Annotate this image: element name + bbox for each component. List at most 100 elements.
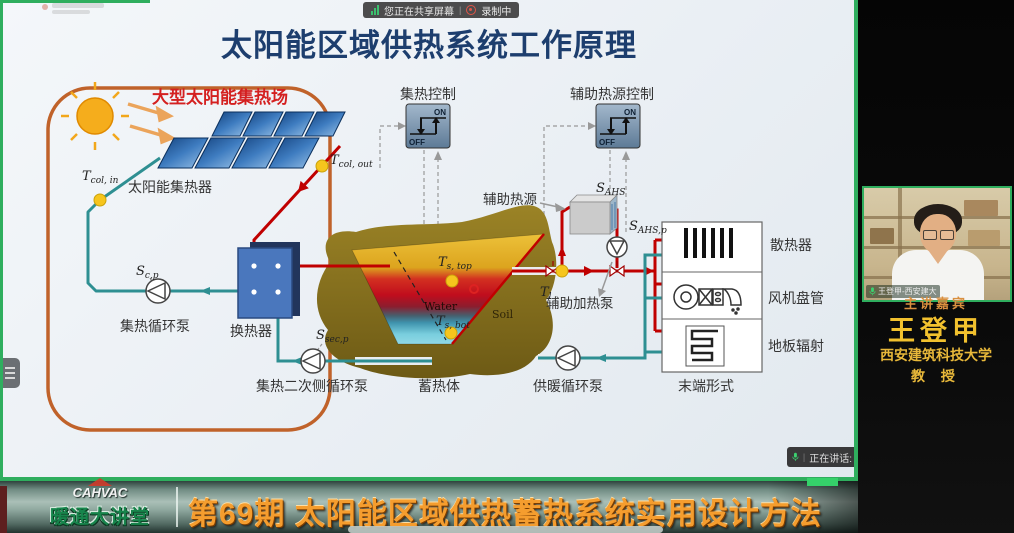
presenter-glasses bbox=[923, 230, 954, 240]
sharing-status-label: 您正在共享屏幕 bbox=[384, 6, 454, 18]
house-roof-icon bbox=[88, 478, 112, 486]
microphone-icon bbox=[869, 287, 876, 296]
label-floor-radiant: 地板辐射 bbox=[768, 338, 824, 354]
wire-arrow bbox=[588, 122, 596, 130]
watermark-text-smudge bbox=[52, 10, 90, 14]
valve bbox=[609, 261, 625, 278]
screen-share-toolbar[interactable]: 您正在共享屏幕 | 录制中 bbox=[363, 2, 520, 18]
label-end-forms: 末端形式 bbox=[678, 378, 734, 394]
shared-screen: 您正在共享屏幕 | 录制中 太阳能区域供热系统工作原理 bbox=[0, 0, 858, 481]
system-diagram: ON OFF ON OFF bbox=[46, 82, 824, 432]
pill-divider: | bbox=[802, 452, 806, 462]
bottom-highlight-bar bbox=[348, 526, 663, 533]
label-collector-control: 集热控制 bbox=[400, 86, 456, 102]
recording-status-label: 录制中 bbox=[481, 6, 512, 18]
record-icon bbox=[466, 5, 477, 15]
flow-arrow bbox=[596, 354, 606, 362]
slide-title: 太阳能区域供热系统工作原理 bbox=[221, 28, 637, 63]
event-banner: CAHVAC 暖通大讲堂 第69期 太阳能区域供热蓄热系统实用设计方法 bbox=[0, 478, 858, 533]
label-fan-coil: 风机盘管 bbox=[768, 290, 824, 306]
label-s-cp: Sc,p bbox=[136, 264, 159, 281]
toolbar-divider: | bbox=[459, 5, 462, 15]
solar-collector-array bbox=[157, 111, 346, 169]
flow-arrow bbox=[298, 180, 309, 192]
logo-cahvac: CAHVAC bbox=[73, 478, 127, 500]
supply-pump-symbol bbox=[555, 345, 581, 371]
floor-coil-frame bbox=[685, 325, 725, 367]
presenter-role: 主讲嘉宾 bbox=[903, 296, 968, 311]
label-storage: 蓄热体 bbox=[418, 378, 460, 394]
label-t-s-bot: Ts, bot bbox=[436, 314, 470, 331]
label-aux-source: 辅助热源 bbox=[483, 192, 537, 207]
share-border-chip bbox=[807, 478, 838, 486]
label-t-s-top: Ts, top bbox=[438, 255, 472, 272]
watermark-icon bbox=[42, 4, 48, 10]
label-supply-pump: 供暖循环泵 bbox=[533, 378, 603, 394]
presenter-face bbox=[920, 214, 956, 254]
pit-measure-line bbox=[393, 251, 447, 341]
presenter-video[interactable]: 王登甲-西安建大 bbox=[862, 186, 1012, 302]
label-t-col-out: Tcol, out bbox=[330, 153, 373, 170]
share-border-left bbox=[0, 3, 3, 478]
pipe-aux-in bbox=[560, 205, 571, 271]
heat-exchanger bbox=[237, 242, 300, 319]
wire-arrow bbox=[622, 151, 630, 160]
presenter-affiliation: 西安建筑科技大学 bbox=[880, 347, 992, 363]
wire-arrow bbox=[398, 122, 406, 130]
collector-pump-symbol bbox=[145, 277, 171, 304]
banner-left-strip bbox=[0, 486, 7, 533]
label-secondary-pump: 集热二次侧循环泵 bbox=[256, 378, 368, 394]
sensor-dots bbox=[93, 159, 569, 340]
pointer-arrow-aux-source bbox=[539, 202, 566, 212]
video-name-label: 王登甲-西安建大 bbox=[878, 287, 937, 296]
pointer-arrow-aux-pump bbox=[598, 261, 613, 297]
presenter-job-title: 教 授 bbox=[911, 368, 961, 384]
flow-arrow bbox=[584, 266, 594, 276]
bookshelf bbox=[968, 230, 1000, 246]
svg-text:OFF: OFF bbox=[599, 138, 615, 147]
label-heat-exchanger: 换热器 bbox=[230, 323, 272, 339]
label-aux-control: 辅助热源控制 bbox=[570, 86, 654, 102]
side-menu-tab[interactable] bbox=[0, 358, 20, 388]
aux-heat-source bbox=[569, 194, 618, 235]
video-name-tag: 王登甲-西安建大 bbox=[866, 285, 940, 298]
flow-arrow bbox=[200, 287, 210, 295]
svg-text:ON: ON bbox=[434, 108, 446, 117]
speaking-indicator: | 正在讲话: bbox=[787, 447, 857, 467]
watermark-text-smudge bbox=[52, 3, 104, 8]
label-t-col-in: Tcol, in bbox=[82, 169, 119, 186]
session-title: 第69期 太阳能区域供热蓄热系统实用设计方法 bbox=[188, 498, 822, 531]
aux-control-box: ON OFF bbox=[595, 103, 641, 149]
participant-panel: 王登甲-西安建大 主讲嘉宾 王登甲 西安建筑科技大学 教 授 bbox=[858, 0, 1014, 533]
sun-icon bbox=[61, 82, 129, 150]
wire-arrow bbox=[434, 151, 442, 160]
fan-coil-icon bbox=[673, 284, 742, 315]
bookshelf bbox=[964, 200, 998, 216]
presenter-name: 王登甲 bbox=[888, 316, 984, 346]
event-logo: CAHVAC 暖通大讲堂 bbox=[30, 478, 170, 529]
label-solar-field: 大型太阳能集热场 bbox=[152, 87, 288, 107]
bookshelf bbox=[870, 228, 894, 244]
microphone-icon bbox=[792, 452, 799, 461]
sun-rays-arrows bbox=[127, 102, 176, 145]
label-s-ahs: SAHS bbox=[596, 181, 625, 198]
secondary-pump-symbol bbox=[300, 343, 326, 374]
label-water: Water bbox=[424, 300, 458, 313]
share-border-top bbox=[0, 0, 150, 3]
speaking-label: 正在讲话: bbox=[809, 453, 852, 465]
share-border-right bbox=[854, 0, 858, 481]
share-border-bottom bbox=[0, 477, 858, 481]
label-radiator: 散热器 bbox=[770, 237, 812, 253]
logo-lecture-hall: 暖通大讲堂 bbox=[49, 507, 150, 528]
radiator-icon bbox=[684, 228, 733, 258]
label-collector: 太阳能集热器 bbox=[128, 179, 212, 195]
svg-text:OFF: OFF bbox=[409, 138, 425, 147]
label-t-l: Tl bbox=[540, 285, 552, 302]
banner-shade bbox=[768, 481, 858, 533]
signal-bars-icon bbox=[371, 5, 379, 15]
svg-text:ON: ON bbox=[624, 108, 636, 117]
label-s-ahsp: SAHS,p bbox=[629, 219, 667, 236]
pipe-collector-cold bbox=[86, 156, 238, 293]
pit-hot-edge bbox=[451, 233, 545, 345]
